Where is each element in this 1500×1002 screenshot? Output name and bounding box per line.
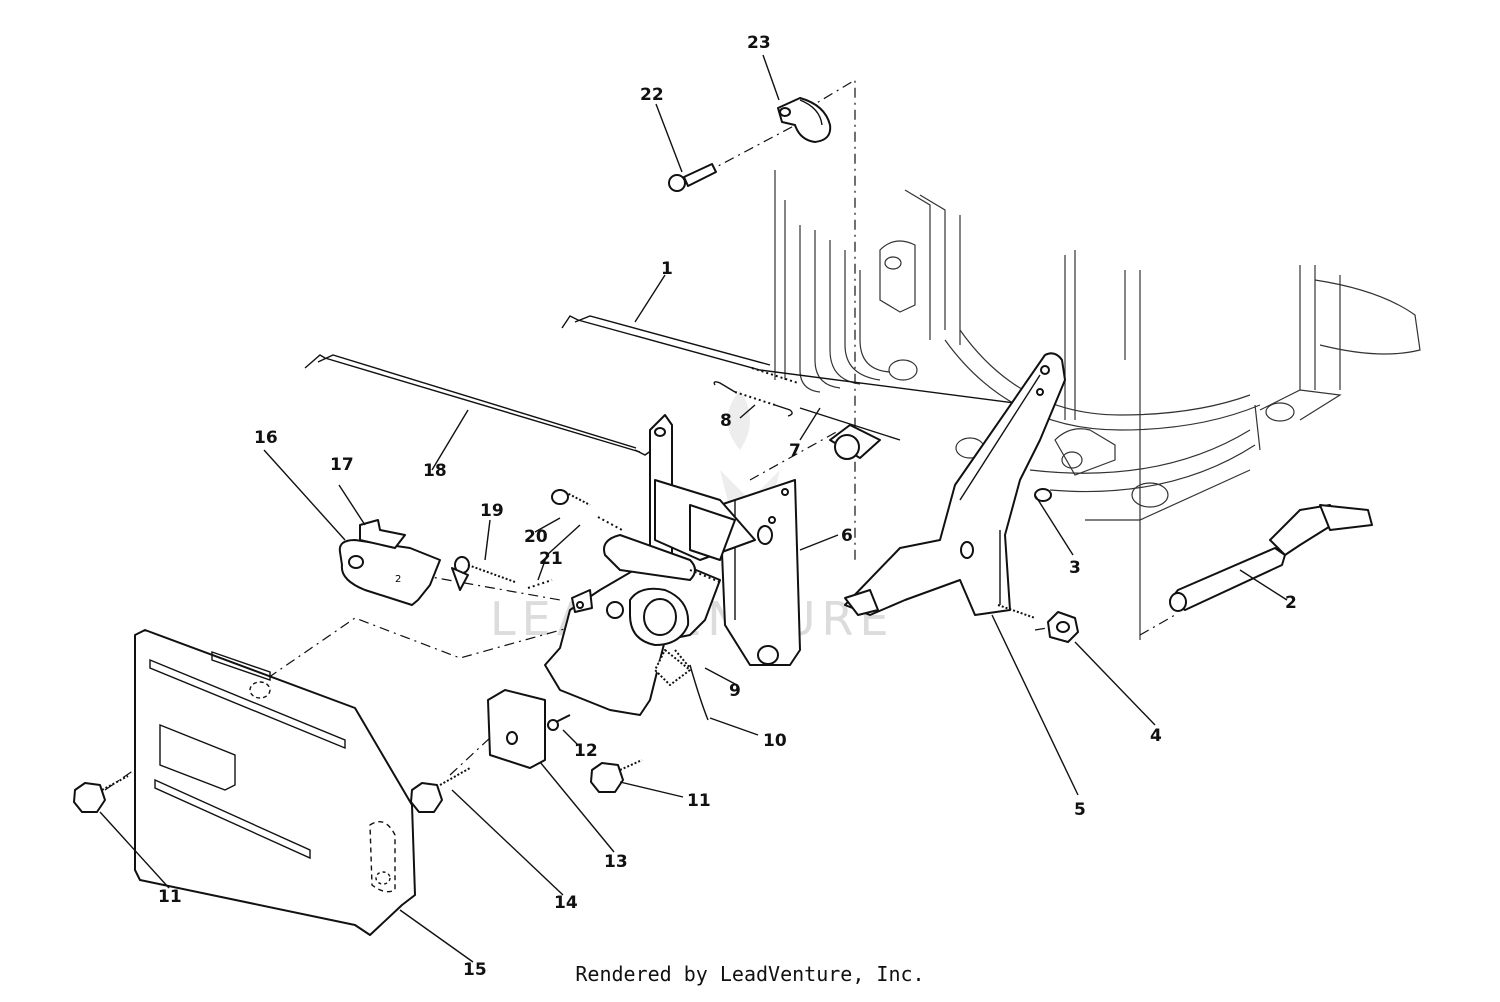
callout-1: 1 xyxy=(661,259,673,279)
part-19-screw xyxy=(454,556,516,583)
callout-18: 18 xyxy=(423,461,447,481)
callout-8: 8 xyxy=(720,411,732,431)
callout-5: 5 xyxy=(1074,800,1086,820)
part-2-crank xyxy=(1169,504,1373,612)
callout-21: 21 xyxy=(539,549,563,569)
part-17-clip xyxy=(359,519,469,591)
part-22-screw xyxy=(668,163,717,192)
part-4-nut xyxy=(1047,611,1079,643)
callout-13: 13 xyxy=(604,852,628,872)
engine-block xyxy=(774,170,1421,640)
callout-16: 16 xyxy=(254,428,278,448)
part-12-screw xyxy=(547,714,571,731)
part-21-spring xyxy=(527,516,623,589)
callout-3: 3 xyxy=(1069,558,1081,578)
leader-lines xyxy=(99,54,1288,963)
callout-7: 7 xyxy=(789,441,801,461)
control-assembly xyxy=(544,504,736,716)
callout-12: 12 xyxy=(574,741,598,761)
callout-20: 20 xyxy=(524,527,548,547)
callouts: 1 2 3 4 5 6 7 8 9 10 11 11 12 13 14 15 1… xyxy=(158,33,1297,980)
callout-4: 4 xyxy=(1150,726,1162,746)
part-18-throttle-rod xyxy=(304,354,653,456)
callout-10: 10 xyxy=(763,731,787,751)
callout-17: 17 xyxy=(330,455,354,475)
svg-text:2: 2 xyxy=(395,574,401,585)
callout-19: 19 xyxy=(480,501,504,521)
part-20-screw xyxy=(551,489,591,506)
callout-2: 2 xyxy=(1285,593,1297,613)
spacer xyxy=(829,424,881,460)
part-1-governor-rod xyxy=(561,315,1031,406)
part-13-clamp-block xyxy=(487,689,546,769)
part-5-lever xyxy=(844,352,1066,619)
callout-6: 6 xyxy=(841,526,853,546)
footer-credit: Rendered by LeadVenture, Inc. xyxy=(575,962,925,986)
callout-14: 14 xyxy=(554,893,578,913)
part-23-cable-clamp xyxy=(777,97,832,143)
callout-22: 22 xyxy=(640,85,664,105)
callout-23: 23 xyxy=(747,33,771,53)
part-14-bolt xyxy=(410,767,471,813)
callout-11-left: 11 xyxy=(158,887,182,907)
part-8-spring xyxy=(713,381,793,417)
part-11-bolt-left xyxy=(73,775,129,813)
part-15-panel xyxy=(134,629,416,936)
callout-11-right: 11 xyxy=(687,791,711,811)
part-11-bolt-right xyxy=(590,759,643,793)
part-10-wire xyxy=(689,664,709,721)
part-16-choke-plate: 2 xyxy=(338,539,441,606)
callout-9: 9 xyxy=(729,681,741,701)
part-6-bracket xyxy=(719,479,801,666)
callout-15: 15 xyxy=(463,960,487,980)
